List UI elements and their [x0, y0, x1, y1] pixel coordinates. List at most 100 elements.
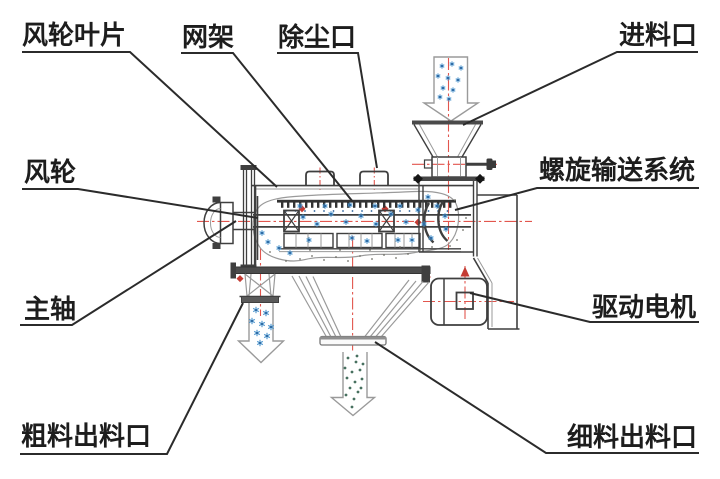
- blade-tooth: [377, 202, 380, 208]
- feed-particles: [435, 61, 464, 102]
- mesh-row-dot: [408, 210, 411, 212]
- mesh-rail: [277, 199, 456, 203]
- particle-blue: [252, 306, 260, 314]
- particle-blue: [256, 339, 264, 347]
- particle-fine: [346, 356, 350, 360]
- particle-blue: [259, 230, 265, 236]
- particle-fine: [353, 380, 357, 384]
- dust-dot: [347, 260, 349, 262]
- particle-blue: [409, 237, 415, 243]
- particle-blue: [265, 239, 271, 245]
- label-feed-inlet: 进料口: [619, 20, 697, 50]
- particle-blue: [287, 250, 293, 256]
- leader-fine-outlet: [374, 341, 699, 454]
- duct-flange: [413, 176, 485, 181]
- dust-dot: [369, 249, 371, 251]
- particle-blue: [403, 219, 409, 225]
- particle-fine: [350, 405, 354, 409]
- bottom-plate: [230, 262, 431, 283]
- dust-dot: [456, 239, 458, 241]
- particle-fine: [359, 386, 363, 390]
- dome-top-bolt: [212, 196, 221, 203]
- dust-dot: [311, 255, 313, 257]
- dust-dot: [359, 255, 361, 257]
- dust-dot: [395, 257, 397, 259]
- column-top-cap: [240, 165, 257, 170]
- blade-tooth: [317, 202, 320, 208]
- particle-fine: [348, 386, 352, 390]
- dust-dot: [431, 246, 433, 248]
- particle-blue: [372, 203, 378, 209]
- particle-blue: [425, 194, 431, 200]
- particle-blue: [358, 213, 364, 219]
- blade-tooth: [341, 202, 344, 208]
- blade-tooth: [389, 202, 392, 208]
- particle-blue: [267, 323, 275, 331]
- mesh-row-dot: [446, 210, 449, 212]
- leader-coarse-outlet: [20, 302, 244, 455]
- particle-blue: [415, 207, 421, 213]
- particle-blue: [443, 226, 449, 232]
- flange-bolt-right: [475, 173, 485, 184]
- mesh-row-dot: [332, 210, 335, 212]
- particle-blue: [314, 221, 320, 227]
- centerlines: [197, 58, 532, 352]
- dust-dot: [454, 199, 456, 201]
- blade-tooth: [413, 202, 416, 208]
- particle-fine: [345, 376, 349, 380]
- coarse-particles: [248, 306, 275, 347]
- labels: 风轮叶片 网架 除尘口 进料口 风轮 螺旋输送系统 主轴 驱动电机 粗料出料口 …: [20, 20, 699, 455]
- particle-fine: [344, 393, 348, 397]
- leader-dust-port: [277, 52, 378, 169]
- particle-fine: [354, 360, 358, 364]
- blade-tooth: [311, 202, 314, 208]
- particle-blue: [446, 96, 452, 102]
- blade-tooth: [365, 202, 368, 208]
- particle-blue: [388, 211, 394, 217]
- particle-blue: [445, 75, 451, 81]
- left-end-assembly: [203, 165, 257, 271]
- shaft-hub-left: [283, 209, 300, 233]
- plate-left-cap: [230, 262, 236, 279]
- particle-blue: [258, 320, 266, 328]
- dust-dot: [449, 245, 451, 247]
- particle-fine: [361, 362, 365, 366]
- particle-blue: [300, 214, 306, 220]
- particle-blue: [364, 238, 370, 244]
- leader-drive-motor: [469, 292, 699, 323]
- hopper-left-stub: [423, 159, 433, 169]
- blade-tooth: [335, 202, 338, 208]
- motor-red-arrow: [460, 266, 470, 277]
- particle-blue: [306, 237, 312, 243]
- mesh-row-dot: [370, 210, 373, 212]
- shaft-stub: [233, 211, 254, 231]
- particle-fine: [355, 354, 359, 358]
- particle-blue: [373, 221, 379, 227]
- motor-shaft-boss: [455, 291, 474, 310]
- hopper-rim: [412, 120, 483, 125]
- hopper-bolt-head: [486, 158, 493, 170]
- particle-blue: [322, 203, 328, 209]
- dust-dot: [419, 249, 421, 251]
- dust-dot: [399, 246, 401, 248]
- hopper-bolt-knob: [492, 160, 496, 168]
- mesh-row-dot: [313, 210, 316, 212]
- blade-tooth: [407, 202, 410, 208]
- particle-blue: [458, 65, 464, 71]
- dust-dot: [465, 217, 467, 219]
- particle-blue: [449, 61, 455, 67]
- coarse-arrow-outline: [236, 303, 286, 364]
- blade-tooth: [395, 202, 398, 208]
- blade-tooth: [287, 202, 290, 208]
- particle-blue: [262, 309, 270, 317]
- particle-blue: [297, 203, 303, 209]
- dust-dot: [462, 229, 464, 231]
- fine-arrow-outline: [329, 352, 377, 417]
- mesh-row-dot: [361, 210, 363, 212]
- particle-blue: [263, 332, 271, 340]
- dust-dot: [323, 259, 325, 261]
- feed-arrow-outline: [421, 56, 481, 122]
- particle-blue: [397, 203, 403, 209]
- screw-flight-2: [437, 200, 449, 242]
